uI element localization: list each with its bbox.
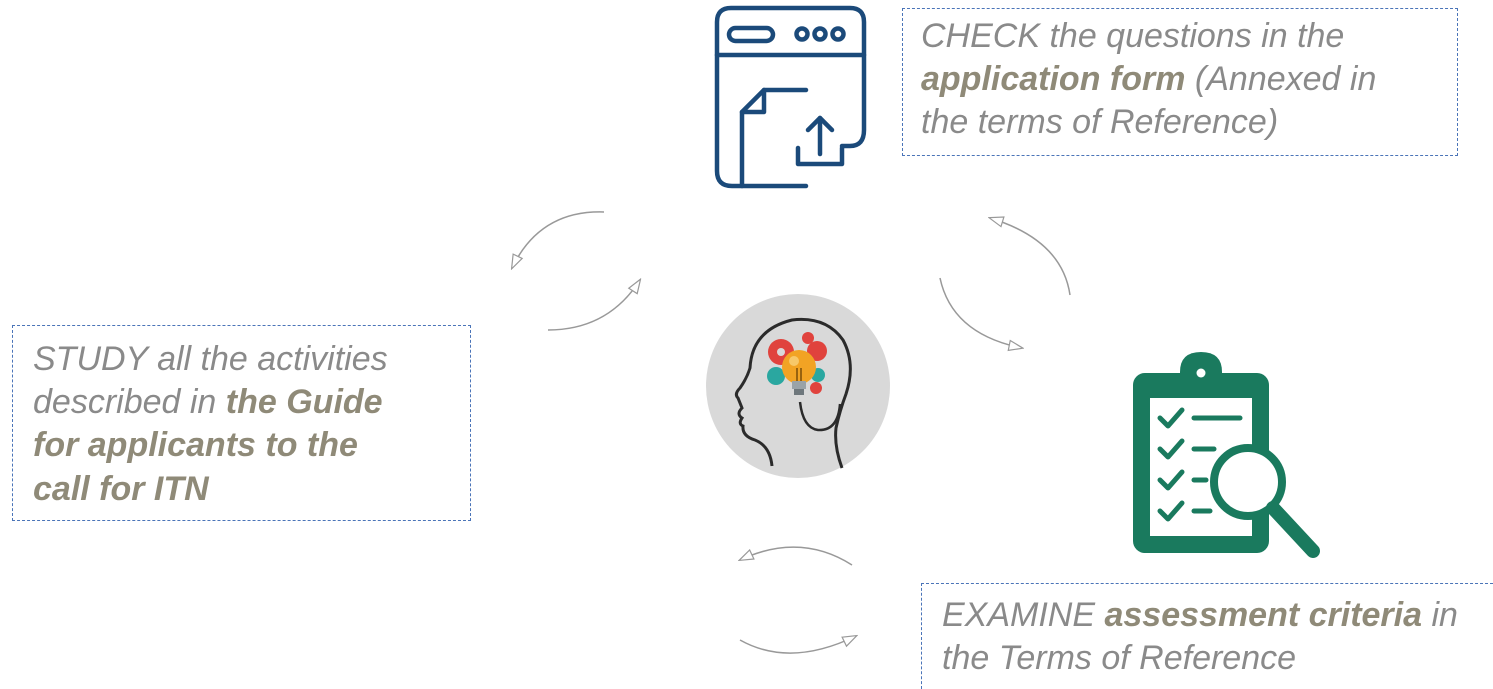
examine-line-2: the Terms of Reference [942, 639, 1297, 678]
study-line-2-text: described in [33, 383, 226, 422]
arrow-top-left-upper [512, 211, 605, 268]
brain-gears-lightbulb-icon [706, 294, 890, 478]
arrow-top-right-lower [939, 277, 1022, 348]
examine-line-1-rest: in [1422, 596, 1458, 634]
arrow-top-left-lower [547, 280, 640, 331]
study-line-2: described in the Guide [33, 381, 470, 424]
cycle-arrow-icon [512, 211, 1071, 654]
examine-bold-text: assessment criteria [1104, 596, 1423, 634]
study-bold-text: the Guide [225, 383, 383, 422]
examine-step-box: EXAMINE assessment criteria in the Terms… [921, 583, 1493, 689]
arrow-top-right-upper [990, 218, 1071, 296]
arrow-bottom-lower [739, 636, 856, 654]
check-line-2-rest: (Annexed in [1185, 60, 1377, 99]
check-step-box: CHECK the questions in the application f… [902, 8, 1458, 156]
study-line-4: call for ITN [33, 469, 209, 508]
study-line-3: for applicants to the [33, 426, 358, 465]
examine-line-1-text: EXAMINE [942, 596, 1105, 634]
check-bold-text: application form [921, 60, 1186, 99]
clipboard-checklist-magnifier-icon [1133, 352, 1320, 558]
arrow-bottom-upper [740, 546, 853, 566]
study-line-1: STUDY all the activities [33, 340, 388, 378]
study-step-box: STUDY all the activities described in th… [12, 325, 471, 521]
check-line-2: application form (Annexed in [921, 58, 1457, 101]
check-line-3: the terms of Reference) [921, 103, 1279, 142]
examine-line-1: EXAMINE assessment criteria in [942, 594, 1493, 637]
browser-upload-document-icon [714, 5, 867, 189]
check-line-1: CHECK the questions in the [921, 17, 1345, 55]
